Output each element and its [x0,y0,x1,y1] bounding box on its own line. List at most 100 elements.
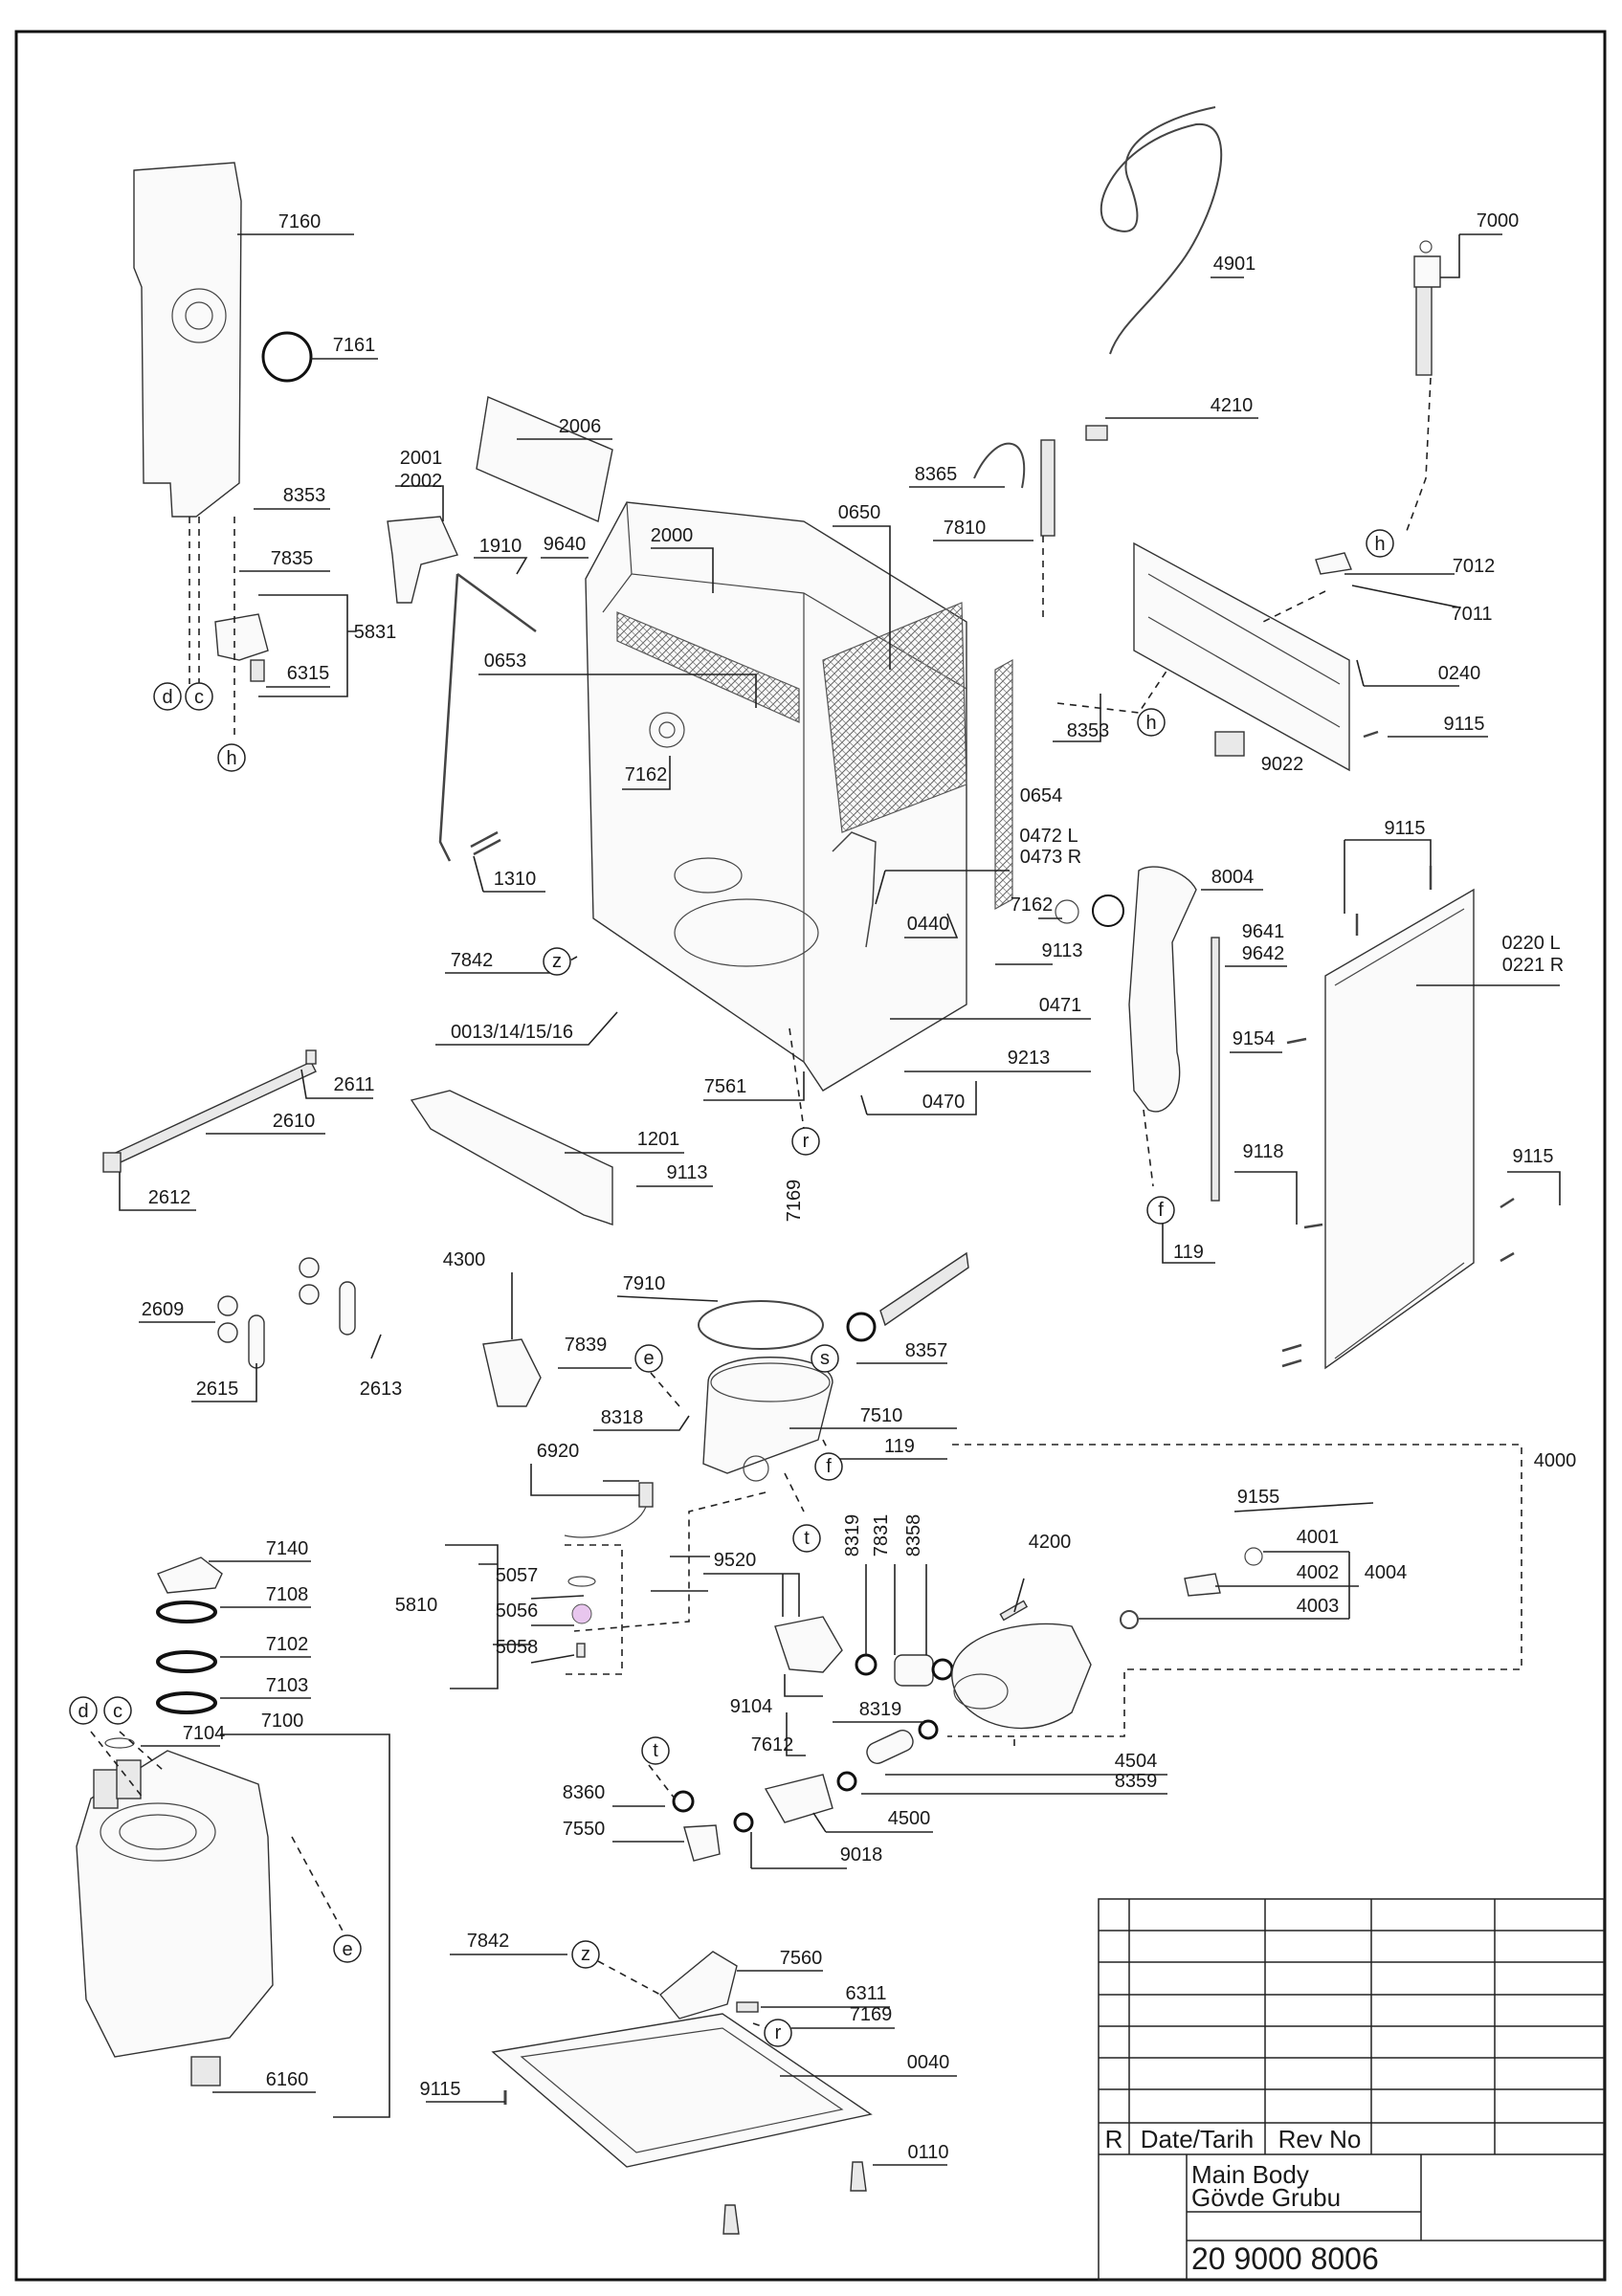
ref-c: c [194,687,204,708]
part-8357-hose [879,1251,969,1327]
callout-9115-side: 9115 [1384,818,1425,839]
part-shapes [76,106,1515,2235]
title-rev-header: Rev No [1278,2125,1362,2153]
ref-circle-f [814,1452,843,1481]
callout-0654: 0654 [1020,785,1063,806]
part-7560-bracket [659,1951,738,2020]
callout-1910: 1910 [479,536,522,557]
callout-9640: 9640 [544,534,587,555]
callout-7162-right: 7162 [1011,894,1054,916]
callout-6315: 6315 [287,663,330,684]
ref-circle-h [1366,529,1394,558]
part-5058-pin [576,1643,586,1658]
callout-9018: 9018 [840,1844,883,1866]
callout-7000: 7000 [1477,210,1520,232]
callout-9642: 9642 [1242,943,1285,964]
callout-8358: 8358 [903,1514,924,1557]
ref-circle-d [153,682,182,711]
callout-9213: 9213 [1008,1048,1051,1069]
callout-0471: 0471 [1039,995,1082,1016]
callout-9118: 9118 [1242,1141,1283,1162]
callout-5056: 5056 [496,1601,539,1622]
callout-7842-top: 7842 [451,950,494,971]
ref-circle-z [543,947,571,976]
part-1910-rod [438,572,537,862]
callout-4500: 4500 [888,1808,931,1829]
callout-7169-top: 7169 [784,1180,805,1223]
callout-7810: 7810 [944,518,987,539]
part-7161-gasket [261,331,313,383]
ref-circle-d [69,1696,98,1725]
part-9022-bracket [1214,731,1245,757]
ref-circle-z [571,1940,600,1969]
callout-7842-low: 7842 [467,1931,510,1952]
part-4200-rod [999,1600,1029,1622]
ref-t: t [804,1528,810,1549]
part-2609-wheels [217,1257,320,1343]
callout-7169-low: 7169 [850,2004,893,2025]
callout-9155: 9155 [1237,1487,1280,1508]
part-6315-valve [214,613,269,661]
part-5057-seal [567,1576,596,1587]
ref-d: d [78,1701,88,1722]
callout-4300: 4300 [443,1249,486,1270]
callout-7011: 7011 [1451,604,1492,625]
callout-2001: 2001 [400,448,443,469]
callout-0221: 0221 R [1502,955,1565,976]
callout-8318: 8318 [601,1407,644,1428]
part-6160-heater-clip [190,2056,221,2086]
part-6311-switch [736,2001,759,2013]
callout-7561: 7561 [704,1076,747,1097]
callout-9113-low: 9113 [666,1162,707,1183]
callout-9115-base: 9115 [419,2079,460,2100]
callout-9641: 9641 [1242,921,1285,942]
callout-9104: 9104 [730,1696,773,1717]
ref-circle-c [185,682,213,711]
part-5056-rotor [571,1603,592,1624]
part-7831-tube [894,1654,934,1687]
ref-circle-c [103,1696,132,1725]
part-1310-clip [470,830,501,856]
part-7140-cap [157,1556,223,1594]
part-7910-gasket [698,1300,824,1350]
part-4300-pump [482,1338,542,1407]
ref-d: d [162,687,172,708]
callout-0440: 0440 [907,914,950,935]
ref-h: h [1145,713,1156,734]
callout-7160: 7160 [278,211,322,232]
callout-4901: 4901 [1213,254,1256,275]
ref-f: f [1158,1200,1164,1221]
callout-9022: 9022 [1261,754,1304,775]
callout-2611: 2611 [333,1074,374,1095]
callout-8365: 8365 [915,464,958,485]
callout-7104: 7104 [183,1723,226,1744]
ref-circle-e [634,1344,663,1373]
part-2006-strip [476,396,613,522]
part-9520-valve [774,1616,843,1673]
callout-7839: 7839 [565,1335,608,1356]
callout-6920: 6920 [537,1441,580,1462]
callout-0240: 0240 [1438,663,1481,684]
callout-119-mid: 119 [884,1436,915,1457]
callout-7831: 7831 [871,1514,892,1557]
callout-5058: 5058 [496,1637,539,1658]
callout-7550: 7550 [563,1819,606,1840]
part-7810-tube [1040,439,1055,537]
callout-9115-low: 9115 [1512,1146,1553,1167]
part-4504-tube [866,1730,914,1764]
part-7100-sump [76,1750,274,2058]
callout-0110: 0110 [907,2142,948,2163]
callout-7102: 7102 [266,1634,309,1655]
ref-h: h [1374,534,1385,555]
callout-4002: 4002 [1297,1562,1340,1583]
ref-h: h [226,748,236,769]
part-7162-right [1055,899,1079,924]
callout-0013: 0013/14/15/16 [451,1022,573,1043]
part-7162-left [649,712,685,748]
part-7103-ring [156,1691,217,1714]
callout-2006: 2006 [559,416,602,437]
callout-4003: 4003 [1297,1596,1340,1617]
ref-t: t [653,1740,658,1761]
title-block: R Date/Tarih Rev No Main Body Gövde Grub… [1098,1898,1605,2281]
part-4901-cable [1100,106,1223,355]
